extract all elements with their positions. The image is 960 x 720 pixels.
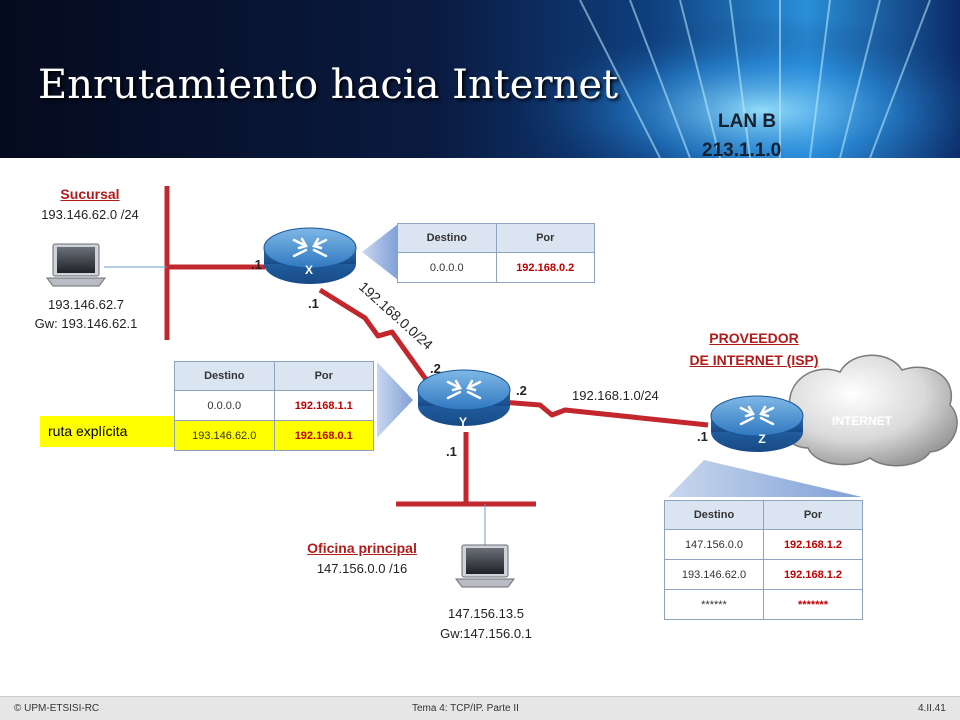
internet-label: INTERNET: [832, 414, 892, 428]
isp-title-line2: DE INTERNET (ISP): [689, 352, 819, 368]
table-row: 0.0.0.0 192.168.1.1: [174, 390, 374, 421]
routing-table-z: Destino Por 147.156.0.0 192.168.1.2 193.…: [664, 500, 863, 620]
title-banner: Enrutamiento hacia Internet: [0, 0, 960, 158]
y-right-interface: .2: [516, 383, 527, 398]
host-oficina-gateway: Gw:147.156.0.1: [440, 626, 532, 641]
xy-link: [318, 287, 433, 387]
oficina-title: Oficina principal: [307, 540, 417, 556]
laptop-sucursal-icon[interactable]: [46, 243, 106, 287]
isp-title-line1: PROVEEDOR: [709, 330, 799, 346]
sucursal-network: 193.146.62.0 /24: [41, 207, 139, 222]
y-table-callout: [377, 362, 413, 438]
table-cell-via: 192.168.0.1: [273, 420, 374, 451]
router-arrows-icon: [739, 405, 775, 426]
host-sucursal-gateway: Gw: 193.146.62.1: [34, 316, 138, 331]
y-top-interface: .2: [430, 361, 441, 376]
router-x-label: X: [304, 263, 314, 277]
router-z-label: Z: [758, 432, 766, 446]
table-header-row: Destino Por: [174, 361, 374, 391]
oficina-network: 147.156.0.0 /16: [316, 561, 408, 576]
table-row: ****** *******: [664, 589, 863, 620]
table-cell-dest: 0.0.0.0: [397, 252, 497, 283]
table-cell-dest: 0.0.0.0: [174, 390, 275, 421]
table-row-explicit: 193.146.62.0 192.168.0.1: [174, 420, 374, 451]
router-y[interactable]: [417, 369, 511, 426]
col-destino: Destino: [664, 500, 764, 530]
table-header-row: Destino Por: [664, 500, 863, 530]
binary-stream-decoration: [520, 0, 960, 158]
col-por: Por: [495, 223, 595, 253]
y-bottom-interface: .1: [446, 444, 457, 459]
table-header-row: Destino Por: [397, 223, 595, 253]
network-diagram: 192.168.0.0/24: [46, 186, 958, 588]
slide-title: Enrutamiento hacia Internet: [38, 62, 619, 108]
router-arrows-icon: [292, 237, 328, 258]
router-z[interactable]: [710, 395, 804, 452]
sucursal-title: Sucursal: [60, 186, 120, 202]
z-table-callout: [668, 460, 862, 497]
footer-slide-number: 4.II.41: [918, 703, 946, 714]
lan-b-network: 213.1.1.0: [702, 140, 782, 161]
internet-cloud: [782, 354, 958, 467]
col-por: Por: [273, 361, 374, 391]
footer-copyright: © UPM-ETSISI-RC: [14, 703, 100, 714]
router-x[interactable]: [263, 227, 357, 284]
footer: © UPM-ETSISI-RC Tema 4: TCP/IP. Parte II…: [0, 696, 960, 720]
x-wan-interface: .1: [308, 296, 319, 311]
footer-topic: Tema 4: TCP/IP. Parte II: [412, 703, 519, 714]
table-cell-via: 192.168.1.2: [763, 529, 863, 560]
router-arrows-icon: [446, 379, 482, 400]
lan-b-label: LAN B: [718, 111, 777, 132]
x-table-callout: [362, 224, 398, 280]
table-row: 0.0.0.0 192.168.0.2: [397, 252, 595, 283]
table-row: 193.146.62.0 192.168.1.2: [664, 559, 863, 590]
host-sucursal-ip: 193.146.62.7: [48, 297, 124, 312]
table-cell-dest: 193.146.62.0: [664, 559, 764, 590]
z-left-interface: .1: [697, 429, 708, 444]
yz-link: [474, 397, 709, 428]
table-cell-via: 192.168.1.1: [273, 390, 374, 421]
laptop-oficina-icon[interactable]: [455, 544, 515, 588]
x-lan-interface: .1: [251, 257, 262, 272]
host-oficina-ip: 147.156.13.5: [448, 606, 524, 621]
table-cell-dest: 147.156.0.0: [664, 529, 764, 560]
router-y-label: Y: [458, 415, 468, 429]
col-por: Por: [763, 500, 863, 530]
yz-network-label: 192.168.1.0/24: [572, 388, 659, 403]
table-cell-via: 192.168.1.2: [763, 559, 863, 590]
table-row: 147.156.0.0 192.168.1.2: [664, 529, 863, 560]
table-cell-dest: 193.146.62.0: [174, 420, 275, 451]
table-cell-dest: ******: [664, 589, 764, 620]
explicit-route-label: ruta explícita: [40, 416, 174, 447]
table-cell-via: *******: [763, 589, 863, 620]
col-destino: Destino: [174, 361, 275, 391]
routing-table-x: Destino Por 0.0.0.0 192.168.0.2: [397, 223, 595, 283]
table-cell-via: 192.168.0.2: [495, 252, 595, 283]
col-destino: Destino: [397, 223, 497, 253]
routing-table-y: Destino Por 0.0.0.0 192.168.1.1 193.146.…: [174, 361, 374, 451]
